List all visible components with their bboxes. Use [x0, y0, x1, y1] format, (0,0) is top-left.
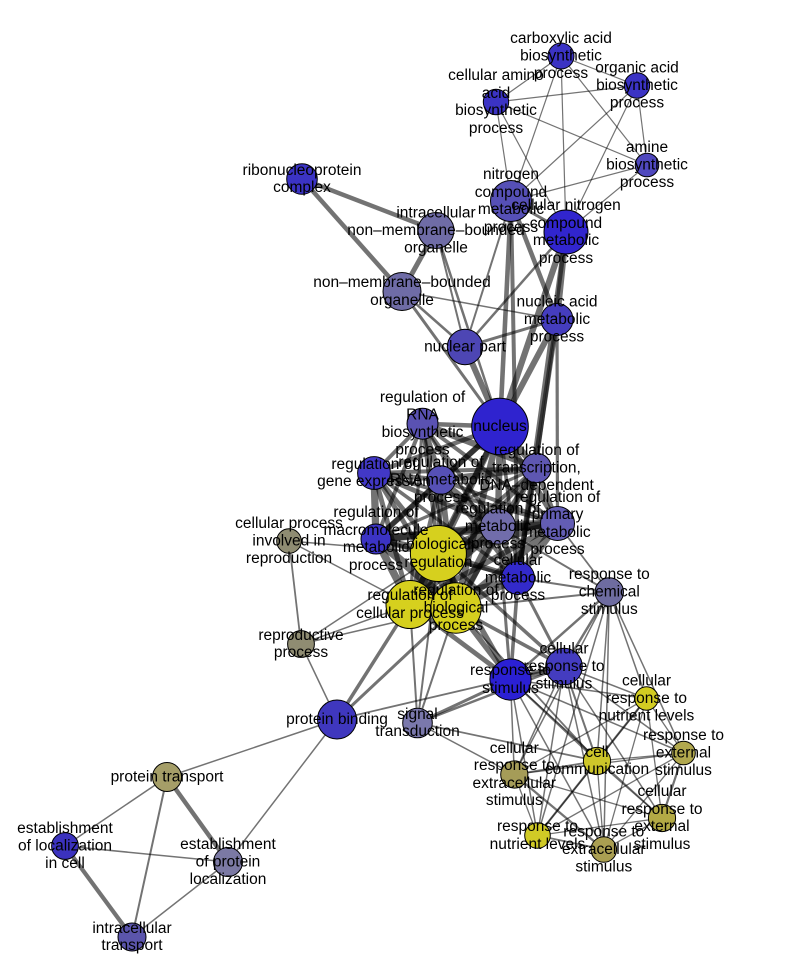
- svg-text:protein binding: protein binding: [286, 711, 388, 728]
- svg-text:nucleus: nucleus: [473, 418, 527, 435]
- svg-text:nuclear part: nuclear part: [424, 339, 507, 356]
- svg-text:protein transport: protein transport: [111, 769, 225, 786]
